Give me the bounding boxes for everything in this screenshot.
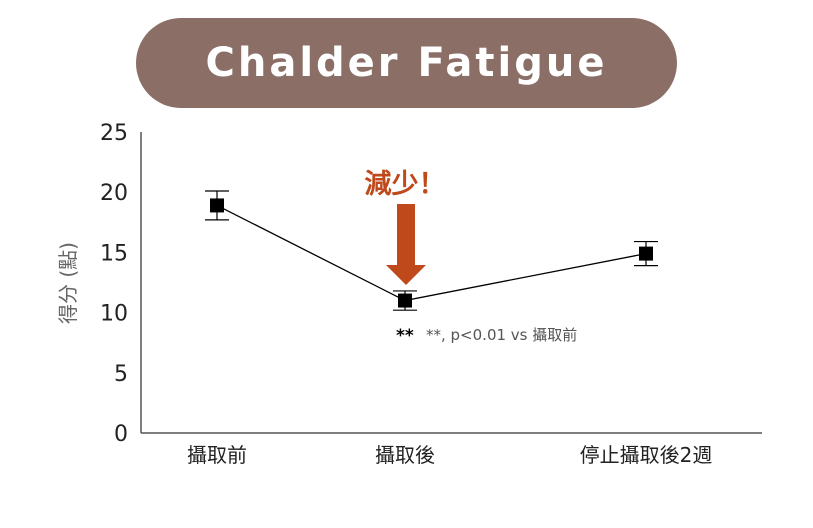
y-tick-label: 5 bbox=[114, 362, 128, 387]
y-tick-label: 0 bbox=[114, 422, 128, 447]
x-tick-label: 停止攝取後2週 bbox=[580, 443, 713, 467]
y-tick-label: 20 bbox=[100, 181, 128, 206]
significance-mark: ** bbox=[396, 326, 414, 346]
significance-note: **, p<0.01 vs 攝取前 bbox=[426, 326, 577, 344]
callout-text: 減少！ bbox=[365, 169, 446, 200]
y-axis-label: 得分 (點) bbox=[56, 242, 80, 324]
y-tick-label: 10 bbox=[100, 302, 128, 327]
x-tick-label: 攝取前 bbox=[187, 443, 247, 467]
y-tick-label: 25 bbox=[100, 121, 128, 146]
data-point bbox=[639, 246, 653, 261]
chart-title: Chalder Fatigue bbox=[136, 18, 677, 108]
x-tick-label: 攝取後 bbox=[375, 443, 435, 467]
down-arrow-icon bbox=[386, 204, 426, 285]
series-line bbox=[216, 204, 647, 302]
y-tick-label: 15 bbox=[100, 241, 128, 266]
data-point bbox=[210, 198, 224, 213]
data-point bbox=[398, 293, 412, 308]
